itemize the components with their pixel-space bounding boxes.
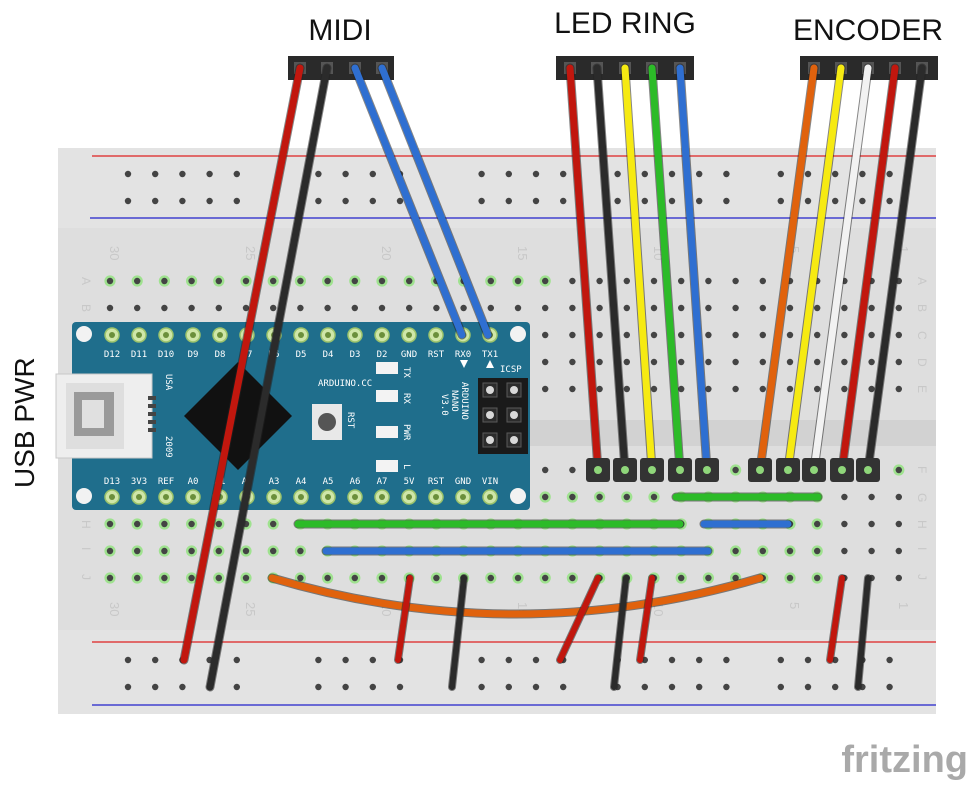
jumper-red [827,575,845,663]
column-number: 1 [896,602,911,609]
row-letter: B [79,304,93,312]
led-label-tx: TX [401,367,411,378]
icsp-label: ICSP [500,365,522,375]
arduino-nano: TX RX PWR L RST ARDUINO.CC ARDUINO NANO … [55,322,530,510]
usb-connector [55,373,156,459]
column-number: 5 [787,602,802,609]
usb-power-label: USB PWR [9,357,40,488]
jumper-black [855,575,871,690]
site-label: ARDUINO.CC [318,379,372,389]
year-label: 2009 [163,436,173,458]
encoder-wire-red [838,64,899,474]
jumper-red [637,575,655,663]
led-wire-black [593,64,629,474]
column-number: 15 [515,246,530,260]
arduino-bottom-pin-label: A7 [377,477,388,487]
arduino-bottom-pin-label: A3 [269,477,280,487]
arduino-top-pin-label: D10 [158,350,174,360]
jumper-orange-arc [268,574,764,618]
row-letter: C [915,331,929,340]
column-number: 1 [896,246,911,253]
arduino-bottom-pin-label: D13 [104,477,120,487]
arduino-top-pin-label: D12 [104,350,120,360]
row-letter: A [79,277,93,285]
column-number: 25 [243,602,258,616]
arduino-top-pin-label: D4 [323,350,334,360]
arduino-bottom-pin-label: RST [428,477,445,487]
arduino-top-pin-label: RST [428,350,445,360]
column-number: 5 [787,246,802,253]
arduino-bottom-pin-label: 5V [404,477,415,487]
midi-wire-red [180,64,304,664]
midi-wire-black [206,64,331,691]
midi-wire-blue [378,64,492,339]
arduino-top-pin-label: D3 [350,350,361,360]
jumper-black [449,575,467,690]
encoder-title: ENCODER [793,14,943,47]
row-letter: F [915,466,929,473]
arduino-top-pin-label: GND [401,350,417,360]
rst-label: RST [345,412,355,429]
row-letter: H [915,520,929,529]
arduino-top-pin-label: D2 [377,350,388,360]
led-wire-green [648,64,684,474]
row-letter: B [915,304,929,312]
led-ring-title: LED RING [554,7,696,40]
led-wire-red [566,64,602,474]
jumper-black [611,575,629,690]
arduino-top-pin-label: D5 [296,350,307,360]
arduino-bottom-pin-label: A4 [296,477,307,487]
board-name-line-1: ARDUINO [459,382,469,420]
arduino-top-pin-label: D8 [215,350,226,360]
row-letter: J [915,574,929,580]
jumper-red [557,575,601,663]
row-letter: G [915,493,929,502]
midi-wire-blue [351,64,466,339]
jumper-red [395,575,413,663]
breadboard-jumpers [267,492,872,691]
arduino-bottom-pin-label: A0 [188,477,199,487]
row-letter: H [79,520,93,529]
encoder-wire-orange [756,64,818,474]
arduino-top-pin-label: TX1 [482,350,498,360]
led-label-pwr: PWR [401,424,411,441]
arduino-top-pin-label: D11 [131,350,147,360]
encoder-wire-black [864,64,926,474]
column-number: 30 [107,602,122,616]
arduino-bottom-pin-label: REF [158,477,174,487]
midi-title: MIDI [308,14,371,47]
column-number: 20 [379,246,394,260]
column-number: 25 [243,246,258,260]
usa-label: USA [163,374,173,391]
led-wire-yellow [621,64,656,474]
header-wires [179,63,927,692]
row-letter: J [79,574,93,580]
row-letter: A [915,277,929,285]
arduino-bottom-pin-label: A6 [350,477,361,487]
row-letter: I [915,547,929,550]
encoder-wire-white [810,64,872,474]
arduino-bottom-pin-label: VIN [482,477,498,487]
board-name-line-3: V3.0 [439,394,449,416]
led-wire-blue [676,64,711,474]
led-label-rx: RX [401,393,411,404]
row-letter: D [915,358,929,367]
arduino-bottom-pin-label: GND [455,477,471,487]
board-name-line-2: NANO [449,390,459,412]
arduino-top-pin-label: RX0 [455,350,471,360]
row-letter: I [79,547,93,550]
reset-button [312,404,342,440]
arduino-bottom-pin-label: 3V3 [131,477,147,487]
row-letter: E [915,385,929,393]
column-number: 30 [107,246,122,260]
led-label-l: L [401,464,411,469]
arduino-bottom-pin-label: A5 [323,477,334,487]
arduino-top-pin-label: D9 [188,350,199,360]
encoder-wire-yellow [784,64,845,474]
fritzing-watermark: fritzing [841,739,968,781]
